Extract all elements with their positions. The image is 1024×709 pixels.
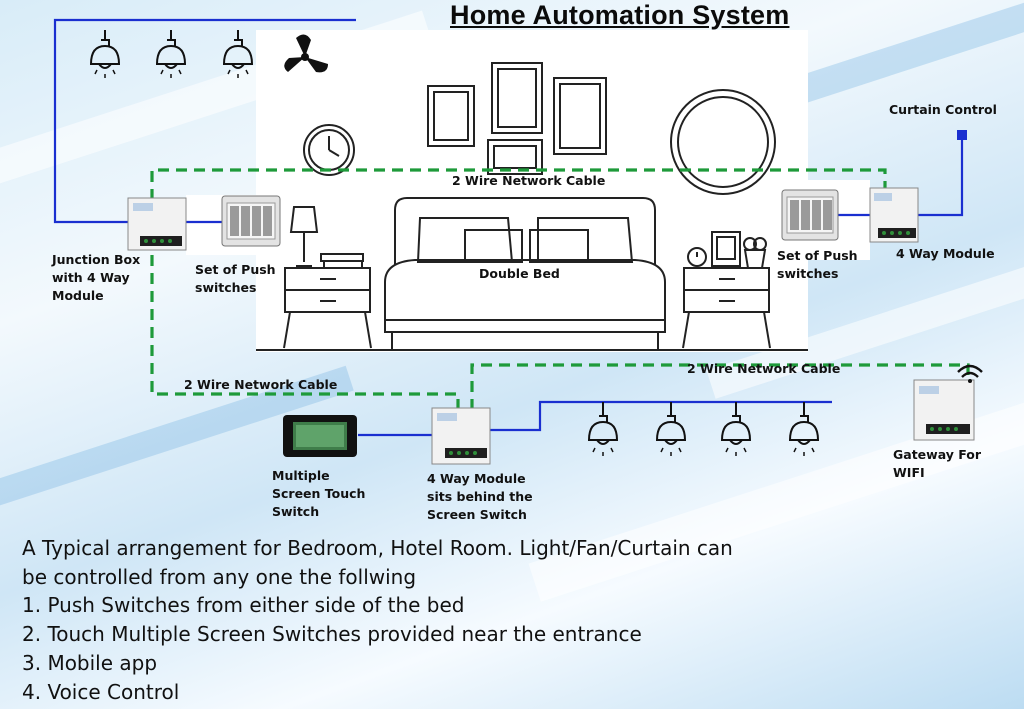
network-cable-label-top: 2 Wire Network Cable <box>452 173 606 188</box>
push-switches-right-label: Set of Push switches <box>777 248 858 281</box>
network-cable-label-left: 2 Wire Network Cable <box>184 377 338 392</box>
wifi-icon <box>957 364 983 383</box>
description-line: 3. Mobile app <box>22 650 158 675</box>
description-line: 2. Touch Multiple Screen Switches provid… <box>22 622 642 647</box>
network-cables <box>150 168 970 410</box>
touch-screen-switch <box>283 415 357 457</box>
pendant-light-icon <box>655 402 687 456</box>
plant-pot <box>743 237 767 269</box>
round-mirror <box>670 89 776 195</box>
pendant-light-icon <box>720 402 752 456</box>
room-illustration-panel <box>256 30 808 352</box>
junction-box-module <box>127 197 187 251</box>
pendant-light-icon <box>788 402 820 456</box>
table-lamp-icon <box>289 206 319 267</box>
description-block: A Typical arrangement for Bedroom, Hotel… <box>22 534 1022 706</box>
pendant-light-icon <box>587 402 619 456</box>
picture-frames <box>427 62 607 175</box>
four-way-module-label: 4 Way Module <box>896 246 995 261</box>
four-way-module-screen <box>431 407 491 465</box>
pendant-light-icon <box>89 30 121 78</box>
description-line: A Typical arrangement for Bedroom, Hotel… <box>22 536 733 560</box>
double-bed-label: Double Bed <box>479 266 560 281</box>
description-line: be controlled from any one the follwing <box>22 564 417 589</box>
junction-box-label: Junction Box with 4 Way Module <box>52 252 141 303</box>
curtain-control-label: Curtain Control <box>889 102 997 117</box>
photo-frame <box>711 231 741 267</box>
push-switch-right <box>781 189 839 241</box>
alarm-clock-icon <box>687 247 707 267</box>
description-line: 1. Push Switches from either side of the… <box>22 593 465 618</box>
network-cable-label-right: 2 Wire Network Cable <box>687 361 841 376</box>
description-line: 4. Voice Control <box>22 679 180 704</box>
double-bed <box>384 197 666 350</box>
four-way-module-right <box>869 187 919 243</box>
push-switches-left-label: Set of Push switches <box>195 262 276 295</box>
screen-switch-label: Multiple Screen Touch Switch <box>272 468 366 519</box>
control-wires <box>53 18 964 437</box>
pendant-light-icon <box>222 30 254 78</box>
page-title: Home Automation System <box>450 0 790 30</box>
curtain-control-node <box>957 130 967 140</box>
gateway-label: Gateway For WIFI <box>893 447 982 480</box>
ceiling-fan-icon <box>284 34 328 73</box>
pendant-light-icon <box>155 30 187 78</box>
wifi-gateway <box>913 379 975 441</box>
book-stack <box>320 253 364 269</box>
right-nightstand <box>682 267 771 349</box>
push-switch-left <box>221 195 281 247</box>
module-behind-screen-label: 4 Way Module sits behind the Screen Swit… <box>427 471 533 522</box>
